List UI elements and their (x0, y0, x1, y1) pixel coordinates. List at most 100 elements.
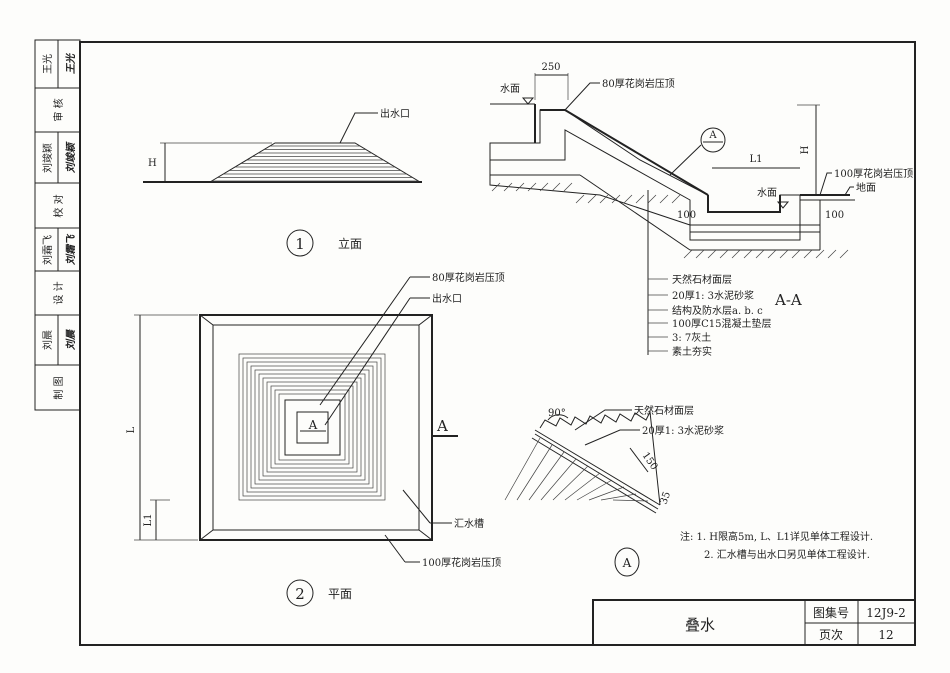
detail-layer1: 天然石材面层 (634, 404, 694, 417)
ground-hatch (803, 249, 813, 259)
detail-hatch-line (528, 451, 565, 501)
view-number: 2 (295, 585, 305, 603)
detail-hatch-line (552, 465, 589, 501)
detail-view-label: A (622, 556, 632, 570)
section-a-a: 250 水面 80厚花岗岩压顶 A L1 H 水面 100厚花岗岩压顶 地面 1… (489, 62, 913, 358)
strip-signature: 刘晨 (65, 329, 77, 350)
ground-hatch (623, 194, 633, 204)
ground-hatch (791, 249, 801, 259)
gutter-label: 汇水槽 (454, 517, 484, 530)
layer-label: 100厚C15混凝土垫层 (672, 317, 771, 330)
strip-signature: 刘霜飞 (65, 233, 77, 265)
detail-hatch-line (516, 444, 553, 501)
detail-a: 90° 天然石材面层 20厚1: 3水泥砂浆 150 35 A (504, 404, 724, 577)
layer-label: 结构及防水层a. b. c (672, 304, 763, 317)
ground-hatch (695, 249, 705, 259)
ground-hatch (779, 249, 789, 259)
detail-ref: A (708, 130, 717, 141)
atlas-value: 12J9-2 (866, 606, 905, 620)
step-ring (262, 377, 362, 477)
ground-hatch (707, 249, 717, 259)
title-block: 叠水 图集号 12J9-2 页次 12 (592, 599, 916, 646)
step-ring (242, 357, 382, 497)
ground-hatch (827, 249, 837, 259)
strip-name: 刘霜飞 (42, 235, 54, 265)
detail-hatch-line (564, 472, 601, 501)
detail-layer2: 20厚1: 3水泥砂浆 (642, 424, 724, 437)
page-label: 页次 (819, 628, 843, 642)
step-ring (238, 353, 386, 501)
dim-35: 35 (658, 490, 673, 506)
coping-label: 80厚花岗岩压顶 (432, 271, 505, 284)
detail-hatch-line (612, 499, 649, 502)
view-title: 平面 (328, 587, 352, 601)
ground-hatch (647, 194, 657, 204)
strip-role: 审 核 (52, 98, 65, 121)
step-ring (258, 373, 366, 481)
strip-role: 制 图 (52, 376, 65, 399)
dim-100-right: 100 (825, 210, 844, 221)
ground-hatch (503, 182, 513, 192)
plan-view: A A 80厚花岗岩压顶 出水口 汇水槽 100厚花岗岩压顶 L L1 2 平面 (126, 271, 505, 607)
dim-100-left: 100 (677, 210, 696, 221)
length-dim: L (126, 426, 137, 433)
length1-dim: L1 (143, 513, 154, 526)
ground-hatch (635, 194, 645, 204)
ground-hatch (599, 194, 609, 204)
layer-label: 天然石材面层 (672, 273, 732, 286)
view-number: 1 (295, 235, 305, 253)
detail-hatch-line (504, 437, 541, 501)
strip-signature: 王光 (65, 53, 77, 74)
water-surface-upper: 水面 (500, 83, 520, 95)
detail-hatch-line (540, 458, 577, 501)
layer-label: 素土夯实 (672, 345, 712, 358)
coping-top-label: 80厚花岗岩压顶 (602, 77, 675, 90)
step-ring (274, 389, 350, 465)
ground-hatch (515, 182, 525, 192)
ground-hatch (527, 182, 537, 192)
note-2: 2. 汇水槽与出水口另见单体工程设计. (704, 548, 870, 561)
strip-name: 王光 (41, 54, 54, 74)
section-mark: A (436, 417, 448, 435)
ground-hatch (671, 194, 681, 204)
ground-hatch (731, 249, 741, 259)
angle-label: 90° (548, 408, 566, 419)
strip-signature: 刘竣颖 (65, 141, 77, 173)
ground-hatch (839, 249, 849, 259)
ground-hatch (659, 194, 669, 204)
signature-strip: 王光 王光 审 核 刘竣颖 刘竣颖 校 对 刘霜飞 刘霜飞 设 计 刘晨 刘晨 … (34, 39, 81, 411)
step-ring (270, 385, 354, 469)
layer-label: 20厚1: 3水泥砂浆 (672, 289, 754, 302)
strip-name: 刘竣颖 (41, 143, 54, 173)
step-ring (278, 393, 346, 461)
ground-hatch (563, 182, 573, 192)
ground-hatch (743, 249, 753, 259)
ground-hatch (767, 249, 777, 259)
ground-hatch (719, 249, 729, 259)
height-dim-label: H (148, 158, 157, 169)
step-ring (266, 381, 358, 473)
strip-role: 设 计 (52, 281, 65, 304)
dim-l1: L1 (749, 154, 762, 165)
section-title: A-A (774, 291, 802, 309)
detail-hatch-line (600, 493, 637, 501)
ground-hatch (575, 194, 585, 204)
ground-hatch (539, 182, 549, 192)
step-ring (246, 361, 378, 493)
ground-hatch (551, 182, 561, 192)
drawing-title: 叠水 (685, 616, 715, 634)
detail-ref: A (308, 418, 318, 432)
ground-hatch (683, 249, 693, 259)
note-1: 注: 1. H限高5m, L、L1详见单体工程设计. (680, 530, 873, 543)
outlet-label: 出水口 (432, 292, 462, 305)
detail-hatch-line (588, 486, 625, 501)
ground-hatch (491, 182, 501, 192)
layer-label: 3: 7灰土 (672, 331, 711, 344)
strip-role: 校 对 (52, 194, 65, 217)
ground-hatch (755, 249, 765, 259)
elevation-view: H 出水口 1 立面 (143, 107, 422, 257)
outlet-label: 出水口 (380, 107, 410, 120)
coping-edge-label: 100厚花岗岩压顶 (834, 167, 913, 180)
dim-250: 250 (541, 62, 560, 73)
